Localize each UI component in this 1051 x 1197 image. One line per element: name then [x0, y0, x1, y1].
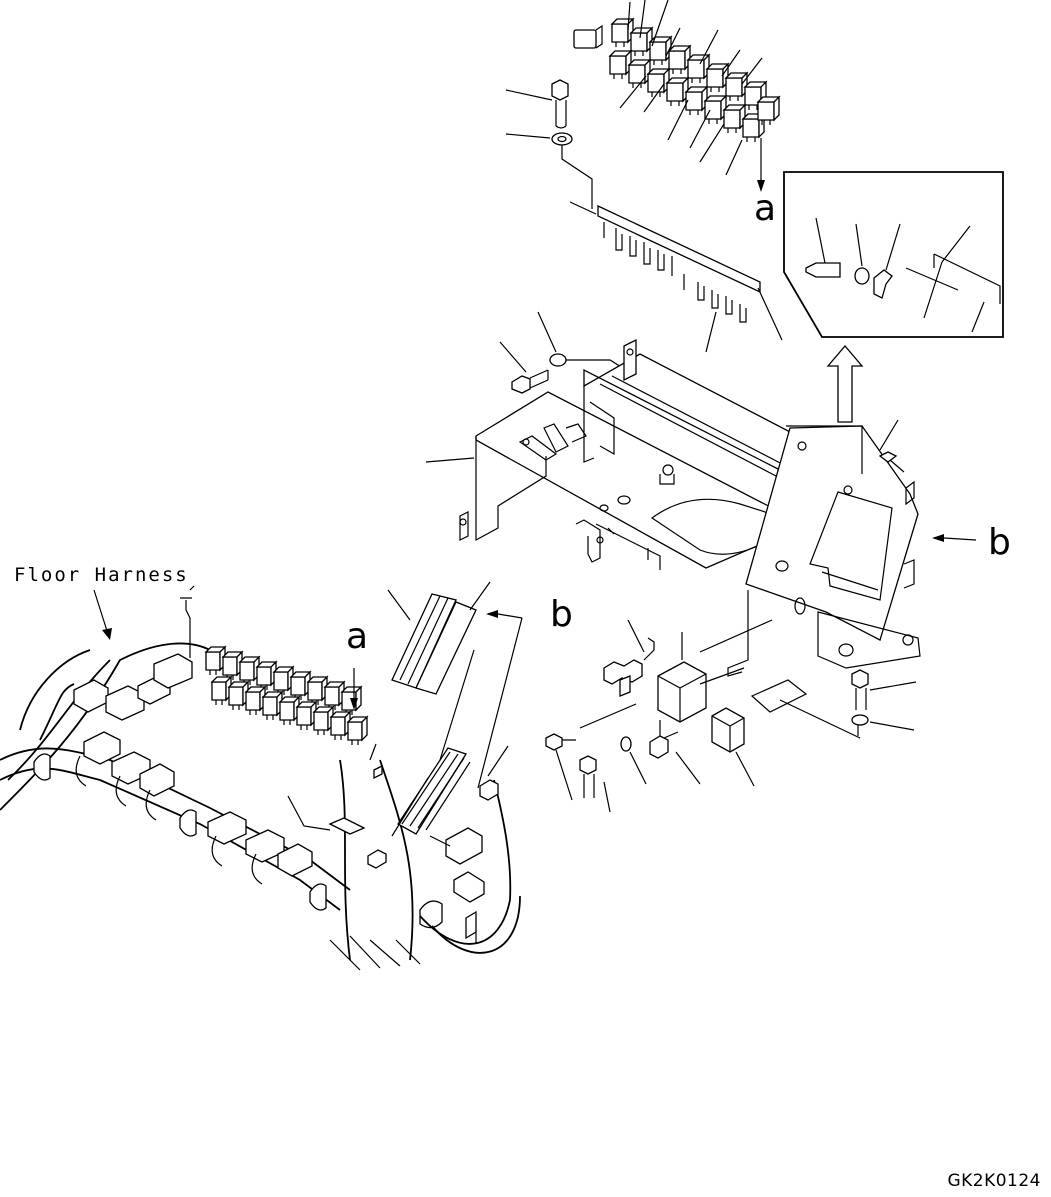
- relay-icon: [669, 46, 690, 74]
- arrow-to-a: [757, 138, 765, 192]
- relay-icon: [726, 73, 747, 101]
- callout-a-top: a: [754, 188, 777, 229]
- relay-icon: [745, 82, 766, 110]
- relay-leader-lines: [620, 0, 762, 175]
- relay-icon: [229, 682, 248, 710]
- relay-icon: [331, 712, 350, 740]
- relay-icon: [223, 652, 242, 680]
- relay-icon: [257, 662, 276, 690]
- relay-icon: [308, 677, 327, 705]
- detail-a-box: [784, 172, 1003, 337]
- arrow-up-icon: [828, 346, 862, 422]
- bolt-top: [506, 80, 568, 128]
- relay-icon: [348, 717, 367, 745]
- relay-block-left: [206, 647, 367, 745]
- main-bracket: [426, 312, 920, 738]
- relay-icon: [280, 697, 299, 725]
- relay-icon: [263, 692, 282, 720]
- relay-icon: [314, 707, 333, 735]
- relay-icon: [631, 28, 652, 56]
- drawing-code: GK2K0124: [947, 1171, 1041, 1191]
- callout-a-left: a: [346, 616, 369, 657]
- relay-icon: [724, 105, 745, 133]
- relay-icon: [648, 69, 669, 97]
- clip-right: [880, 420, 976, 542]
- relay-icon: [297, 702, 316, 730]
- relay-icon: [612, 19, 633, 47]
- relay-icon: [667, 78, 688, 106]
- fuse-cover: [388, 582, 522, 788]
- relay-icon: [688, 55, 709, 83]
- relay-block-top: [574, 19, 779, 142]
- relay-icon: [206, 647, 225, 675]
- relay-icon: [274, 667, 293, 695]
- relay-icon: [291, 672, 310, 700]
- relay-icon: [705, 96, 726, 124]
- single-relay: [574, 30, 596, 48]
- components-lower: [546, 620, 754, 812]
- callout-b-right: b: [988, 522, 1011, 563]
- relay-icon: [212, 677, 231, 705]
- relay-icon: [686, 87, 707, 115]
- relay-bracket: [570, 202, 782, 352]
- relay-icon: [246, 687, 265, 715]
- relay-icon: [610, 51, 631, 79]
- relay-icon: [707, 64, 728, 92]
- floor-harness: [0, 586, 520, 970]
- relay-icon: [758, 97, 779, 125]
- callout-b-mid: b: [550, 594, 573, 635]
- floor-harness-label: Floor Harness: [14, 564, 189, 586]
- relay-icon: [650, 37, 671, 65]
- relay-icon: [325, 682, 344, 710]
- relay-icon: [240, 657, 259, 685]
- bolt-lower-right: [852, 670, 916, 730]
- washer-top: [506, 133, 592, 209]
